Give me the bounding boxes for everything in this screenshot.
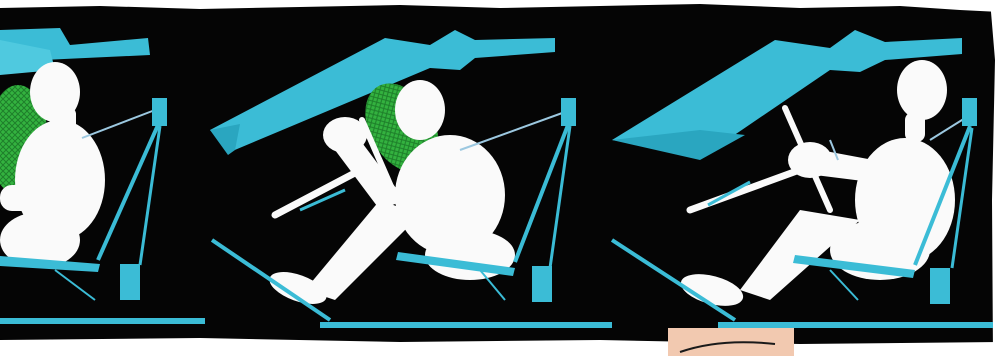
panel-2-anchor-top (561, 98, 576, 126)
panel-1-floor (0, 318, 205, 324)
panel-1-anchor-top (152, 98, 167, 126)
inset-photo-fragment (668, 328, 794, 356)
panel-3-anchor-bottom (930, 268, 950, 304)
panel-3-floor (718, 322, 993, 328)
panel-3-anchor-top (962, 98, 977, 126)
panel-1-anchor-bottom (120, 264, 140, 300)
panel-2-anchor-bottom (532, 266, 552, 302)
panel-2-floor (320, 322, 612, 328)
